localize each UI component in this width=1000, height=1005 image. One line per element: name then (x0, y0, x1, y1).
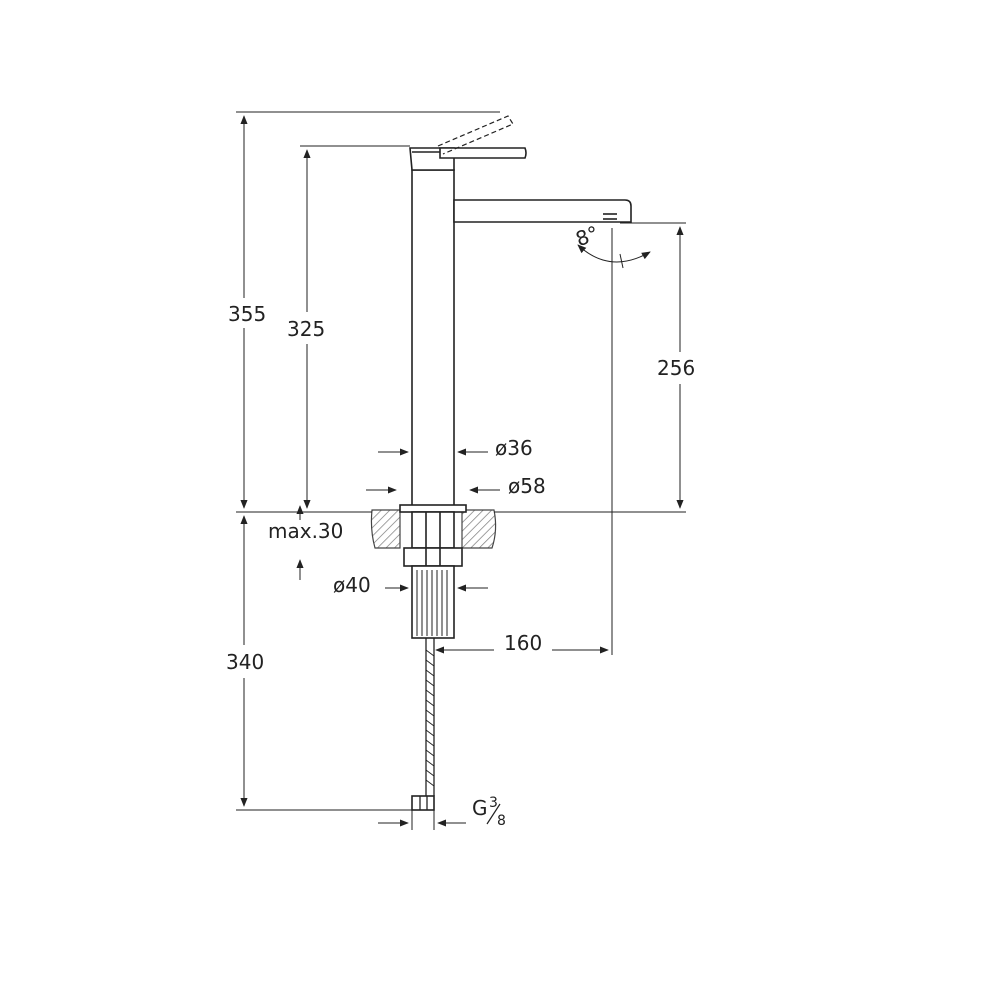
dim-spout-height: 256 (657, 356, 695, 380)
dim-swivel-angle: 8° (572, 221, 602, 251)
extension-lines (236, 111, 686, 830)
counter-top (370, 509, 497, 549)
dim-hole-diameter: ø40 (333, 573, 371, 597)
dimension-labels: 355 325 256 340 160 max.30 ø36 ø58 ø40 8… (226, 221, 695, 829)
dim-max-thickness: max.30 (268, 519, 343, 543)
dim-body-diameter: ø36 (495, 436, 533, 460)
dim-below-counter: 340 (226, 650, 264, 674)
dim-base-diameter: ø58 (508, 474, 546, 498)
dimension-lines (240, 115, 684, 827)
svg-text:3: 3 (489, 795, 498, 811)
svg-text:8: 8 (497, 813, 506, 829)
dim-spout-reach: 160 (504, 631, 542, 655)
dim-connection-thread: G 3 8 (472, 795, 506, 829)
flexible-hose (411, 638, 435, 811)
faucet-body (399, 115, 632, 639)
dim-total-height: 355 (228, 302, 266, 326)
svg-text:G: G (472, 796, 488, 820)
dim-lever-height: 325 (287, 317, 325, 341)
